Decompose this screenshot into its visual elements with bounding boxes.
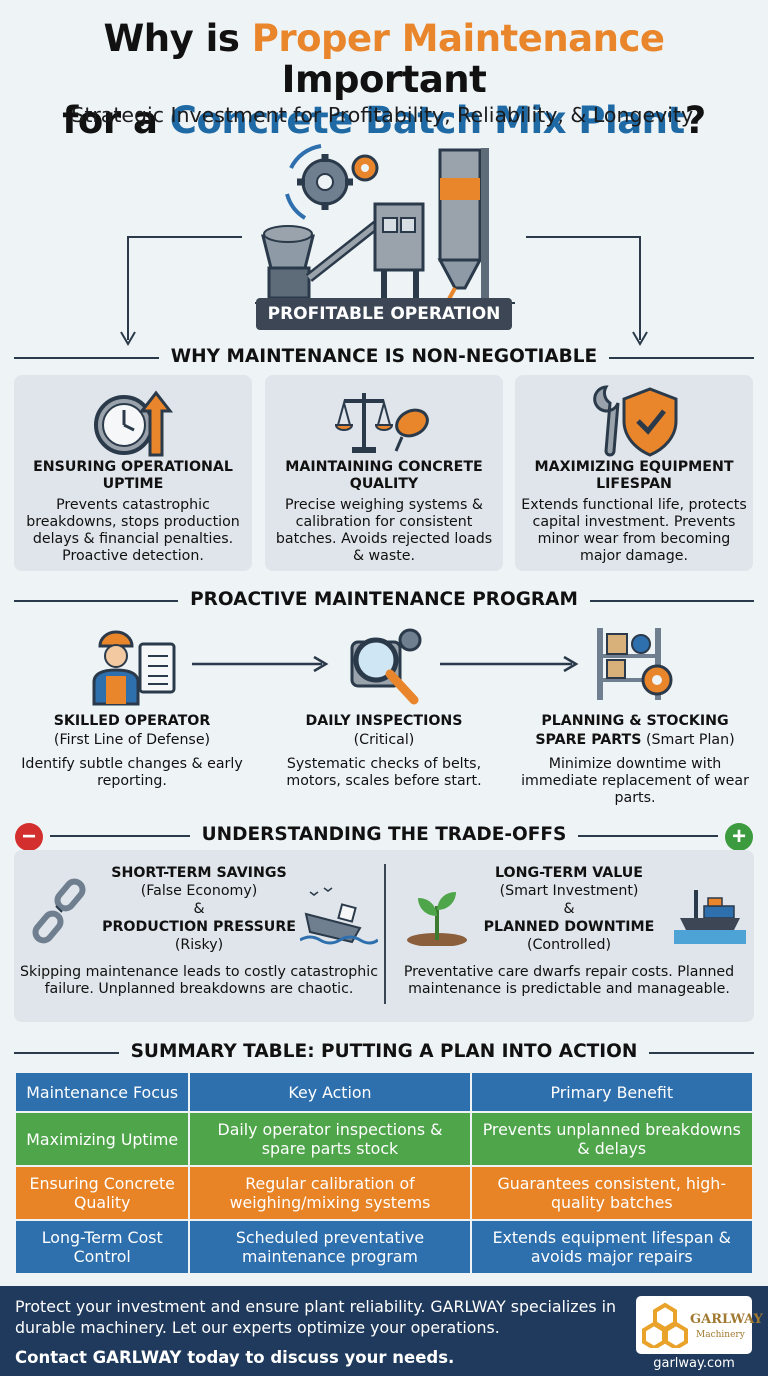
step-spare-parts: PLANNING & STOCKING SPARE PARTS (Smart P…	[517, 620, 753, 810]
step-subtitle: (Smart Plan)	[645, 732, 735, 748]
magnifier-gear-icon	[350, 628, 422, 705]
sprout-icon	[407, 892, 467, 946]
footer-text: Protect your investment and ensure plant…	[15, 1297, 616, 1337]
minus-icon: −	[15, 823, 43, 851]
section-heading-summary-table: SUMMARY TABLE: PUTTING A PLAN INTO ACTIO…	[14, 1040, 754, 1064]
tradeoff-body: Preventative care dwarfs repair costs. P…	[403, 964, 735, 997]
card-title: MAXIMIZING EQUIPMENT LIFESPAN	[534, 459, 734, 492]
table-cell: Daily operator inspections & spare parts…	[190, 1113, 470, 1165]
step-skilled-operator: SKILLED OPERATOR(First Line of Defense) …	[14, 620, 250, 810]
card-operational-uptime: ENSURING OPERATIONAL UPTIME Prevents cat…	[14, 375, 252, 571]
sinking-ship-icon	[300, 887, 378, 945]
card-body: Precise weighing systems & calibration f…	[275, 497, 493, 564]
scale-mixer-icon	[334, 393, 429, 453]
table-cell: Long-Term Cost Control	[16, 1221, 189, 1273]
table-cell: Extends equipment lifespan & avoids majo…	[471, 1221, 752, 1273]
section-heading-proactive-program: PROACTIVE MAINTENANCE PROGRAM	[14, 588, 754, 612]
table-cell: Ensuring Concrete Quality	[16, 1167, 189, 1219]
card-body: Prevents catastrophic breakdowns, stops …	[26, 497, 240, 564]
operator-checklist-icon	[92, 630, 176, 706]
website-link[interactable]: garlway.com	[653, 1356, 735, 1371]
column-header: Primary Benefit	[471, 1073, 752, 1111]
hero-arrows	[120, 236, 648, 346]
step-subtitle: (Critical)	[353, 732, 415, 748]
card-title: ENSURING OPERATIONAL UPTIME	[33, 459, 233, 492]
plus-icon: +	[725, 823, 753, 851]
table-row: Maximizing Uptime Daily operator inspect…	[16, 1113, 752, 1165]
page-title: Why is Proper Maintenance Important for …	[62, 17, 706, 142]
tradeoff-short-term: SHORT-TERM SAVINGS (False Economy) & PRO…	[14, 850, 384, 1022]
parts-shelf-icon	[597, 628, 673, 700]
table-cell: Scheduled preventative maintenance progr…	[190, 1221, 470, 1273]
table-cell: Regular calibration of weighing/mixing s…	[190, 1167, 470, 1219]
table-row: Long-Term Cost Control Scheduled prevent…	[16, 1221, 752, 1273]
logo-subtitle: Machinery	[696, 1330, 745, 1340]
step-subtitle: (First Line of Defense)	[53, 732, 211, 748]
wrench-shield-icon	[593, 385, 678, 457]
column-header: Key Action	[190, 1073, 470, 1111]
step-body: Minimize downtime with immediate replace…	[521, 756, 749, 806]
hero-label: PROFITABLE OPERATION	[256, 298, 512, 330]
card-body: Extends functional life, protects capita…	[521, 497, 747, 564]
card-concrete-quality: MAINTAINING CONCRETE QUALITY Precise wei…	[265, 375, 503, 571]
honeycomb-logo-icon	[642, 1302, 688, 1348]
garlway-logo: GARLWAY Machinery	[636, 1296, 763, 1354]
table-row: Ensuring Concrete Quality Regular calibr…	[16, 1167, 752, 1219]
tradeoff-long-term: LONG-TERM VALUE (Smart Investment) & PLA…	[384, 850, 754, 1022]
table-cell: Maximizing Uptime	[16, 1113, 189, 1165]
logo-name: GARLWAY	[690, 1312, 763, 1327]
table-cell: Guarantees consistent, high-quality batc…	[471, 1167, 752, 1219]
tradeoffs-panel: SHORT-TERM SAVINGS (False Economy) & PRO…	[14, 850, 754, 1022]
step-title: SKILLED OPERATOR	[53, 713, 211, 729]
cargo-ship-icon	[674, 890, 746, 944]
page-subtitle: Strategic Investment for Profitability, …	[71, 103, 697, 127]
table-header-row: Maintenance Focus Key Action Primary Ben…	[16, 1073, 752, 1111]
step-title: DAILY INSPECTIONS	[305, 713, 463, 729]
card-title: MAINTAINING CONCRETE QUALITY	[285, 459, 483, 492]
clock-arrow-icon	[94, 390, 174, 457]
step-body: Identify subtle changes & early reportin…	[21, 756, 243, 789]
step-body: Systematic checks of belts, motors, scal…	[286, 756, 482, 789]
column-header: Maintenance Focus	[16, 1073, 189, 1111]
step-title: PLANNING & STOCKING SPARE PARTS	[535, 713, 729, 748]
section-heading-tradeoffs: UNDERSTANDING THE TRADE-OFFS	[14, 823, 754, 847]
footer-cta[interactable]: Contact GARLWAY today to discuss your ne…	[15, 1348, 455, 1367]
table-cell: Prevents unplanned breakdowns & delays	[471, 1113, 752, 1165]
card-equipment-lifespan: MAXIMIZING EQUIPMENT LIFESPAN Extends fu…	[515, 375, 753, 571]
title-highlight-maintenance: Proper Maintenance	[251, 17, 665, 60]
tradeoff-body: Skipping maintenance leads to costly cat…	[19, 964, 379, 997]
step-daily-inspections: DAILY INSPECTIONS (Critical) Systematic c…	[266, 620, 502, 810]
title-highlight-plant: Concrete Batch Mix Plant	[169, 99, 685, 142]
section-heading-non-negotiable: WHY MAINTENANCE IS NON-NEGOTIABLE	[14, 345, 754, 369]
program-flow-arrows	[192, 655, 579, 673]
broken-chain-icon	[32, 878, 86, 944]
summary-table: Maintenance Focus Key Action Primary Ben…	[14, 1071, 754, 1275]
